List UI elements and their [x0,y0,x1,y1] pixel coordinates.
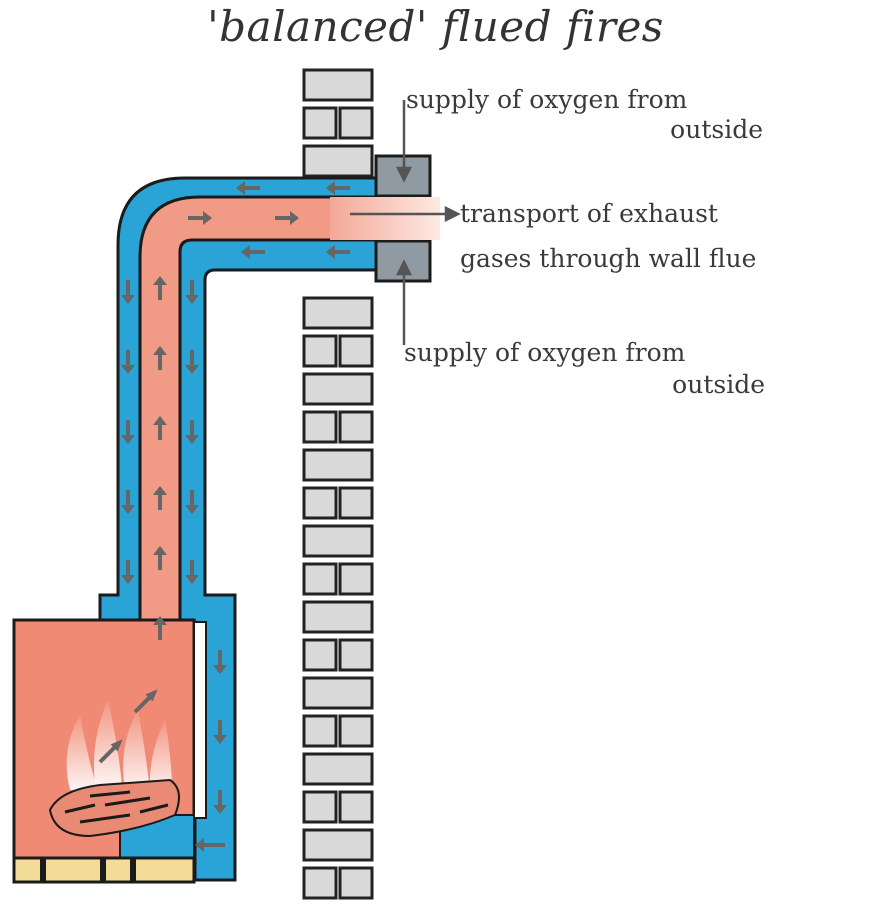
exhaust-outlet-overlay [330,197,440,240]
brick [302,638,338,672]
brick [338,714,374,748]
airflow-arrows [98,181,350,852]
arrow-icon [326,181,335,195]
brick [302,562,338,596]
diagram-title: 'balanced' flued fires [207,2,664,51]
brick [302,334,338,368]
arrow-icon [185,505,199,514]
base-divider [40,858,46,882]
exhaust-label-line2: gases through wall flue [460,244,757,273]
arrow-icon [203,211,212,225]
arrow-icon [195,838,204,852]
brick [302,676,374,710]
brick [338,486,374,520]
brick [338,410,374,444]
brick [302,448,374,482]
brick [338,106,374,140]
brick [302,486,338,520]
brick [302,524,374,558]
arrow-icon [153,346,167,355]
arrow-icon [145,689,158,702]
brick [302,68,374,102]
arrow-icon [153,486,167,495]
brick [302,752,374,786]
brick [302,410,338,444]
brick [302,372,374,406]
arrow-icon [121,435,135,444]
arrow-icon [213,805,227,814]
brick [338,638,374,672]
bottom-supply-label-line2: outside [672,370,765,399]
arrow-icon [185,365,199,374]
base-divider [100,858,106,882]
arrow-icon [326,245,335,259]
arrow-icon [110,739,123,752]
arrow-icon [185,575,199,584]
flame-icon [66,700,172,792]
firebox-glass [193,621,207,819]
brick [302,714,338,748]
arrow-icon [121,295,135,304]
brick [302,828,374,862]
brick [302,106,338,140]
brick-wall [302,68,374,900]
brick [302,600,374,634]
arrow-icon [121,365,135,374]
arrow-icon [290,211,299,225]
base-divider [130,858,136,882]
arrow-icon [153,616,167,625]
arrow-icon [153,276,167,285]
brick [302,296,374,330]
top-supply-label-line1: supply of oxygen from [406,85,688,114]
arrow-icon [213,735,227,744]
callout-lines [350,100,461,345]
arrow-icon [241,245,250,259]
arrow-icon [213,665,227,674]
arrow-icon [121,575,135,584]
exhaust-label-line1: transport of exhaust [460,199,718,228]
brick [338,866,374,900]
arrow-icon [121,505,135,514]
arrow-icon [236,181,245,195]
brick [338,334,374,368]
arrow-icon [185,295,199,304]
brick [302,144,374,178]
bottom-supply-label-line1: supply of oxygen from [404,338,686,367]
arrow-icon [153,546,167,555]
top-supply-label-line2: outside [670,115,763,144]
arrow-icon [153,416,167,425]
brick [338,790,374,824]
burner-log [48,778,180,838]
arrow-icon [185,435,199,444]
brick [302,866,338,900]
brick [302,790,338,824]
brick [338,562,374,596]
